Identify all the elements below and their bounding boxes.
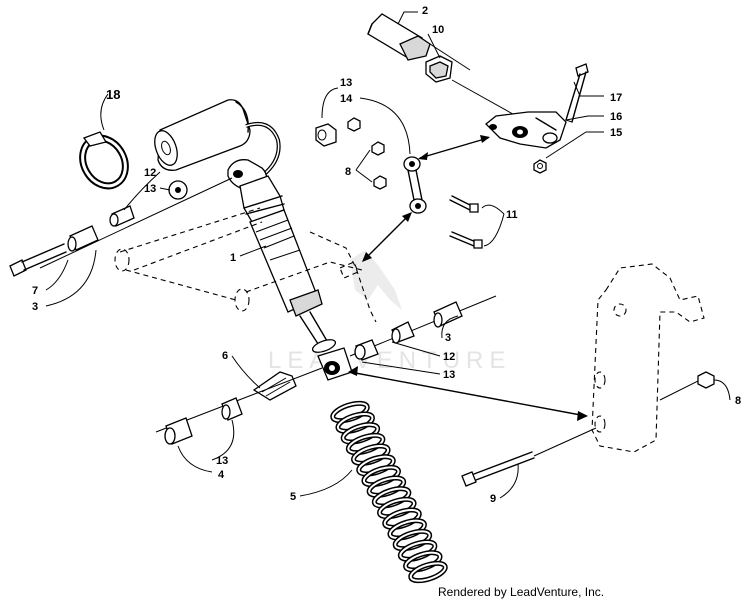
part-9-bolt <box>461 427 597 487</box>
leader-lines <box>45 11 731 499</box>
lower-right-bushings <box>349 295 497 361</box>
callout-9: 9 <box>490 493 496 505</box>
callout-11: 11 <box>506 209 518 221</box>
callout-13-bottom: 13 <box>216 455 228 467</box>
arrow-link-rocker <box>419 137 489 159</box>
arrow-head-d <box>402 212 412 222</box>
callout-18: 18 <box>106 87 120 102</box>
callout-2: 2 <box>422 5 428 17</box>
part-5-spring <box>330 400 448 584</box>
arrow-head-f <box>577 411 588 421</box>
part-2-pin <box>367 13 471 71</box>
part-8-nut-right <box>659 371 715 401</box>
part-16-rocker-arm <box>485 111 567 149</box>
part-18-clamp <box>79 131 129 190</box>
callout-6: 6 <box>222 350 228 362</box>
part-1-shock-absorber <box>227 159 353 381</box>
a-arm-dashed <box>114 207 377 323</box>
part-15-nut <box>533 159 547 174</box>
callout-3-right: 3 <box>445 332 451 344</box>
callout-8-right: 8 <box>735 395 741 407</box>
part-10-bushing <box>425 55 521 119</box>
arrow-head-e <box>348 366 358 376</box>
callout-13-right: 13 <box>443 369 455 381</box>
part-11-bolts <box>449 195 483 249</box>
callout-16: 16 <box>610 111 622 123</box>
callout-10: 10 <box>432 24 444 36</box>
arrow-head-c <box>362 252 372 262</box>
part-17-bolt <box>565 63 589 123</box>
arrow-head-b <box>480 135 490 143</box>
callout-12-top: 12 <box>144 167 156 179</box>
callout-5: 5 <box>290 491 296 503</box>
part-18-reservoir <box>154 99 281 178</box>
lower-left-bushings <box>155 367 323 445</box>
callout-17: 17 <box>610 92 622 104</box>
arrow-head-a <box>418 152 428 160</box>
spring-coil-highlight <box>409 562 447 582</box>
spindle-dashed <box>591 263 705 453</box>
arrow-link-arm <box>363 213 411 261</box>
callout-4: 4 <box>218 469 225 481</box>
callout-13-left: 13 <box>144 183 156 195</box>
callout-7: 7 <box>32 285 38 297</box>
callout-12-right: 12 <box>443 351 455 363</box>
watermark: LEADVENTURE <box>268 250 511 374</box>
part-13-bushing-top <box>315 123 337 147</box>
arrow-shock-spindle <box>349 371 587 417</box>
part-14-link <box>403 156 427 214</box>
callout-labels: 2 10 17 16 15 18 13 14 8 12 13 11 1 7 3 … <box>32 5 741 505</box>
watermark-text: LEADVENTURE <box>268 347 511 374</box>
callout-15: 15 <box>610 127 622 139</box>
render-credit: Rendered by LeadVenture, Inc. <box>438 585 605 599</box>
callout-13-top: 13 <box>340 77 352 89</box>
callout-14: 14 <box>340 93 353 105</box>
callout-8-top: 8 <box>345 166 351 178</box>
callout-3-left: 3 <box>32 301 38 313</box>
part-8-nuts-top <box>347 117 387 190</box>
callout-1: 1 <box>230 252 236 264</box>
